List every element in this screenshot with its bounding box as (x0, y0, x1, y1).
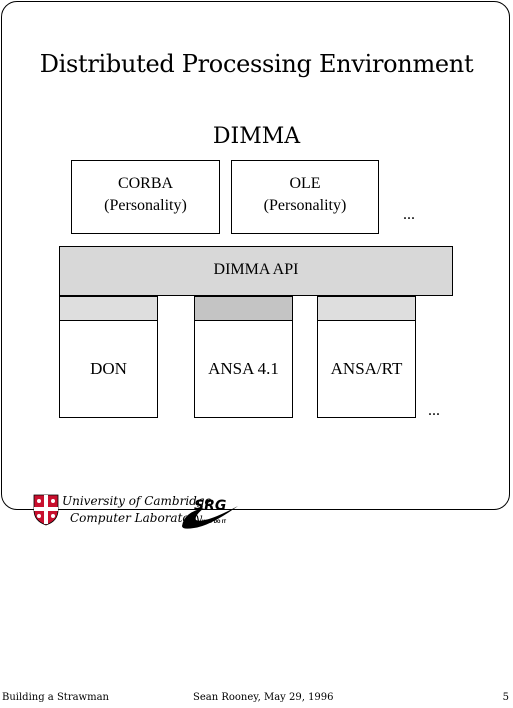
ole-personality-box: OLE (Personality) (231, 160, 379, 234)
srg-logo-text: SRG (194, 498, 226, 514)
don-cap (59, 296, 158, 321)
corba-personality-box: CORBA (Personality) (71, 160, 220, 234)
corba-role: (Personality) (104, 197, 187, 214)
ole-label: OLE (289, 175, 321, 192)
dimma-api-bar: DIMMA API (59, 246, 453, 296)
srg-swoosh-logo-icon: SRG JUST DO IT (182, 498, 238, 529)
ansart-label: ANSA/RT (330, 359, 403, 378)
slide-frame (1, 1, 510, 510)
university-name: University of Cambridge (62, 494, 212, 508)
lab-name: Computer Laboratory (70, 511, 203, 525)
ole-role: (Personality) (263, 197, 347, 214)
don-box: DON (59, 320, 158, 418)
diagram-subtitle: DIMMA (212, 124, 301, 149)
footer-center: Sean Rooney, May 29, 1996 (193, 692, 334, 703)
footer-left: Building a Strawman (2, 692, 110, 703)
ansa41-label: ANSA 4.1 (208, 359, 279, 378)
cambridge-shield-icon (33, 494, 59, 526)
ansa41-cap (194, 296, 293, 321)
page-number: 5 (502, 692, 509, 703)
ansart-box: ANSA/RT (317, 320, 416, 418)
corba-label: CORBA (117, 175, 174, 192)
ansart-cap (317, 296, 416, 321)
ansa41-box: ANSA 4.1 (194, 320, 293, 418)
slogan-text: JUST DO IT (201, 519, 226, 524)
more-implementations-ellipsis: ... (428, 402, 440, 419)
slide-title: Distributed Processing Environment (39, 50, 474, 78)
more-personalities-ellipsis: ... (403, 206, 415, 223)
don-label: DON (90, 359, 127, 378)
